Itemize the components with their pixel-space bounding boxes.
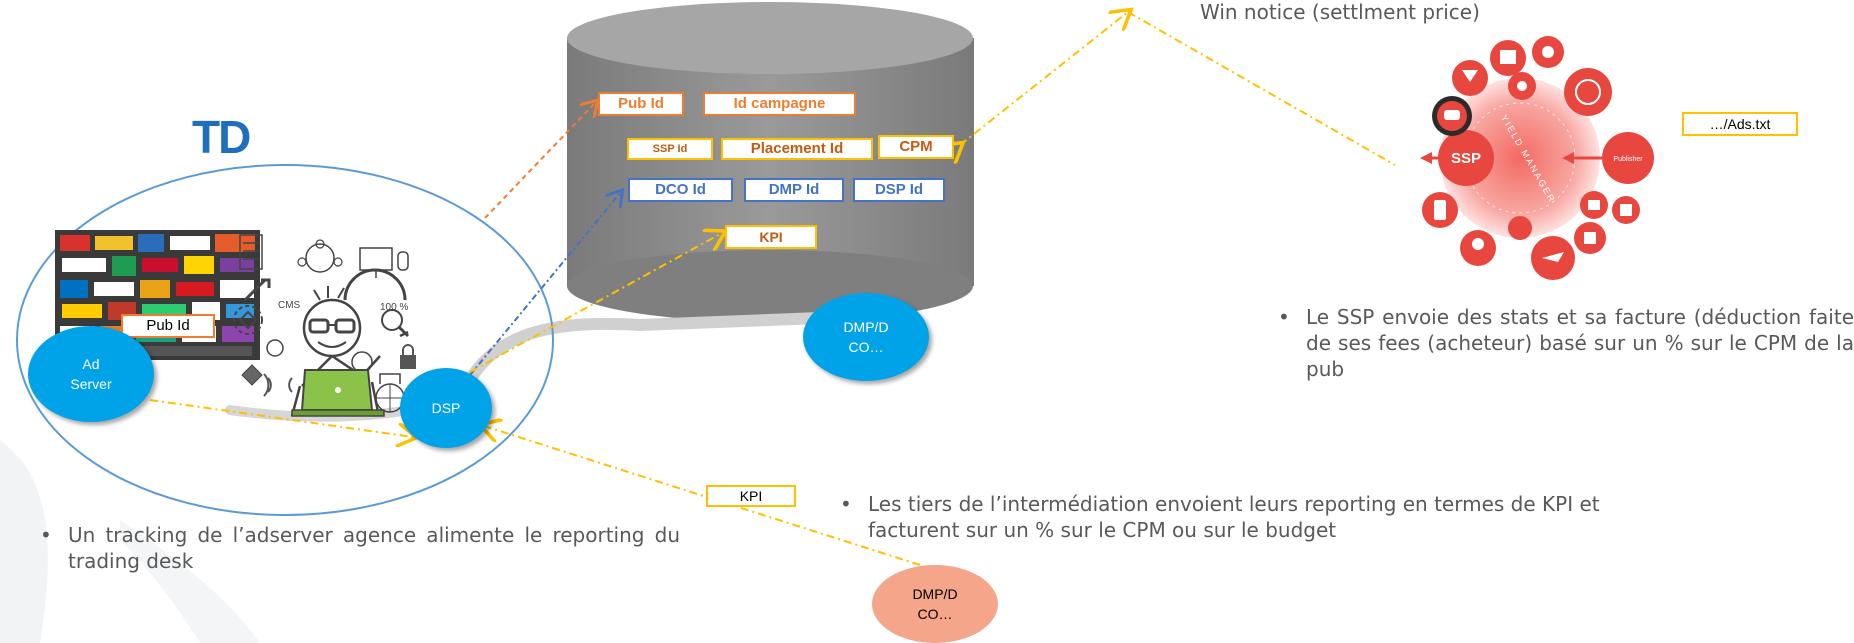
wifi-icon — [263, 373, 293, 397]
splash-decoration-2 — [120, 520, 260, 643]
db-tag-placement-id: Placement Id — [721, 138, 873, 160]
db-tag-dsp-id: DSP Id — [853, 178, 945, 202]
laptop-icon — [291, 369, 385, 417]
td-ellipse — [16, 164, 554, 516]
db-tag-id-campagne: Id campagne — [703, 92, 856, 116]
db-tag-kpi: KPI — [725, 225, 817, 249]
kpi-tag: KPI — [706, 485, 796, 507]
db-tag-cpm: CPM — [878, 135, 954, 159]
right-bullet-text: Le SSP envoie des stats et sa facture (d… — [1306, 305, 1854, 381]
left-bullet: • Un tracking de l’adserver agence alime… — [40, 522, 680, 574]
bullet-dot: • — [40, 523, 52, 547]
td-title: TD — [192, 111, 251, 163]
connector-winnotice-ssp — [1127, 11, 1396, 166]
yield-manager-wheel: SSP Publisher YIELD MANAGER — [1395, 30, 1665, 285]
bullet-dot: • — [840, 492, 852, 516]
connector-dmp-dsp — [484, 426, 921, 566]
connector-dsp-kpi — [469, 233, 722, 373]
bullet-dot: • — [1278, 305, 1290, 329]
db-tag-dmp-id: DMP Id — [744, 178, 844, 202]
lock-icon — [400, 344, 416, 369]
connector-adserver-dsp — [149, 399, 413, 437]
db-tag-ssp-id: SSP Id — [627, 138, 713, 160]
middle-bullet-text: Les tiers de l’intermédiation envoient l… — [868, 492, 1600, 542]
ad-server-node[interactable]: Ad Server — [28, 326, 154, 422]
publisher-wheel-label: Publisher — [1613, 156, 1643, 163]
right-bullet: • Le SSP envoie des stats et sa facture … — [1278, 304, 1854, 382]
dsp-node[interactable]: DSP — [400, 368, 492, 448]
left-bullet-text: Un tracking de l’adserver agence aliment… — [68, 523, 680, 573]
connector-dsp-dcoid — [469, 193, 620, 376]
svg-text:CMS: CMS — [278, 300, 301, 311]
middle-bullet: • Les tiers de l’intermédiation envoient… — [840, 491, 1658, 543]
grey-swoosh — [464, 312, 826, 386]
pub-id-tag: Pub Id — [121, 314, 215, 338]
ads-txt-tag: …/Ads.txt — [1682, 112, 1798, 136]
db-tag-dco-id: DCO Id — [628, 178, 733, 202]
db-tag-pub-id: Pub Id — [598, 92, 684, 116]
database-cylinder — [567, 2, 974, 322]
dmp-dco-node-top[interactable]: DMP/D CO… — [803, 293, 929, 381]
ssp-wheel-label: SSP — [1451, 150, 1481, 167]
connector-cpm-winnotice — [960, 12, 1128, 145]
splash-decoration — [0, 440, 48, 643]
marketer-sketch: CMS 100 % — [233, 234, 410, 417]
dmp-dco-node-bottom[interactable]: DMP/D CO… — [872, 565, 998, 643]
win-notice-label: Win notice (settlment price) — [1200, 0, 1480, 24]
svg-text:100 %: 100 % — [380, 302, 408, 313]
